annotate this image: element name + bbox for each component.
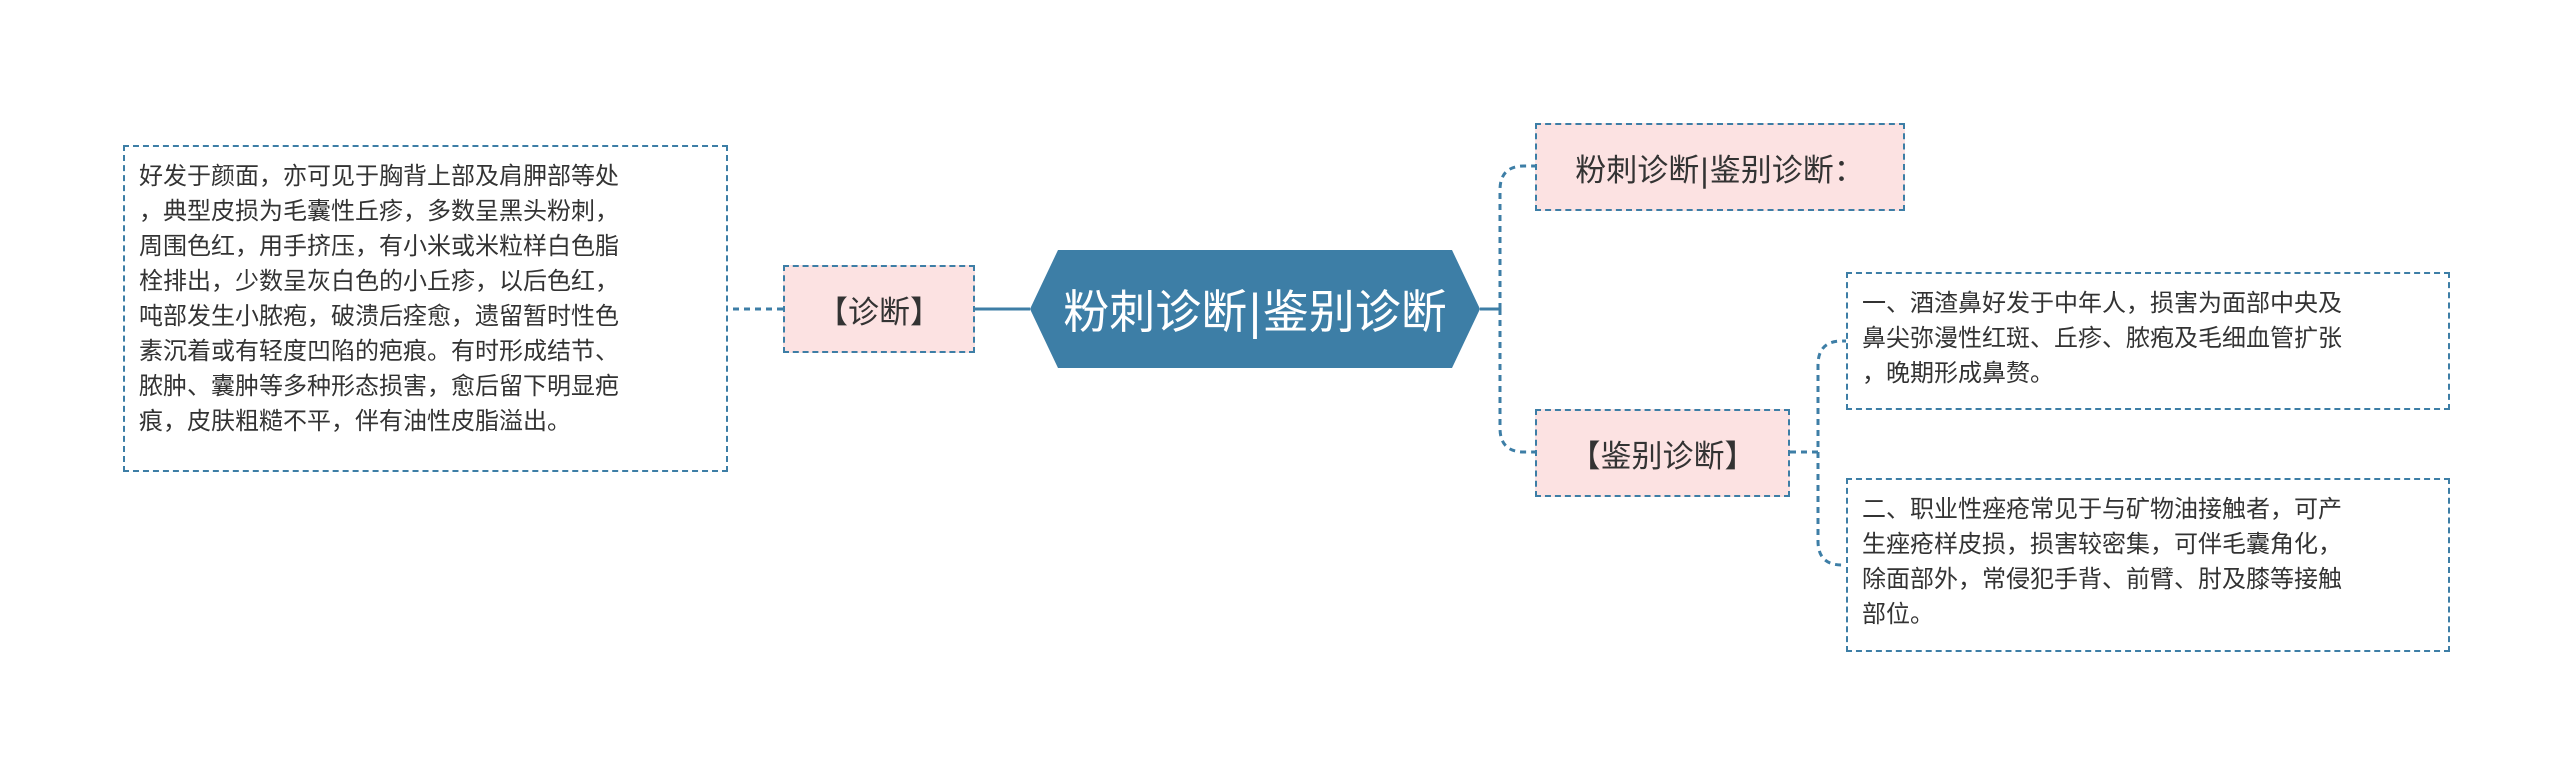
- differential-item-1-line: 鼻尖弥漫性红斑、丘疹、脓疱及毛细血管扩张: [1862, 324, 2342, 352]
- differential-item-1[interactable]: 一、酒渣鼻好发于中年人，损害为面部中央及 鼻尖弥漫性红斑、丘疹、脓疱及毛细血管扩…: [1846, 272, 2450, 410]
- diagnosis-detail-line: 素沉着或有轻度凹陷的疤痕。有时形成结节、: [139, 337, 619, 365]
- diagnosis-detail-line: 好发于颜面，亦可见于胸背上部及肩胛部等处: [139, 162, 619, 190]
- differential-branch[interactable]: 【鉴别诊断】: [1535, 409, 1790, 497]
- differential-item-2-line: 生痤疮样皮损，损害较密集，可伴毛囊角化，: [1862, 530, 2342, 558]
- diagnosis-detail-line: 脓肿、囊肿等多种形态损害，愈后留下明显疤: [139, 372, 619, 400]
- differential-item-2-line: 部位。: [1862, 600, 1934, 628]
- heading-branch[interactable]: 粉刺诊断|鉴别诊断：: [1535, 123, 1905, 211]
- diagnosis-detail-line: 栓排出，少数呈灰白色的小丘疹，以后色红，: [139, 267, 619, 295]
- diagnosis-branch[interactable]: 【诊断】: [783, 265, 975, 353]
- connector-central-to-heading: [1498, 164, 1535, 309]
- central-topic-label: 粉刺诊断|鉴别诊断: [1063, 285, 1447, 339]
- diagnosis-detail-line: 吨部发生小脓疱，破溃后痊愈，遗留暂时性色: [139, 302, 619, 330]
- differential-item-2-line: 除面部外，常侵犯手背、前臂、肘及膝等接触: [1862, 565, 2342, 593]
- differential-item-2[interactable]: 二、职业性痤疮常见于与矿物油接触者，可产 生痤疮样皮损，损害较密集，可伴毛囊角化…: [1846, 478, 2450, 652]
- central-topic[interactable]: 粉刺诊断|鉴别诊断: [1030, 250, 1480, 368]
- diagnosis-detail[interactable]: 好发于颜面，亦可见于胸背上部及肩胛部等处 ，典型皮损为毛囊性丘疹，多数呈黑头粉刺…: [123, 145, 728, 472]
- diagnosis-detail-line: 痕，皮肤粗糙不平，伴有油性皮脂溢出。: [139, 407, 571, 435]
- heading-branch-label: 粉刺诊断|鉴别诊断：: [1575, 152, 1865, 189]
- differential-item-2-line: 二、职业性痤疮常见于与矿物油接触者，可产: [1862, 495, 2342, 523]
- differential-item-1-line: ，晚期形成鼻赘。: [1862, 359, 2054, 387]
- differential-item-1-line: 一、酒渣鼻好发于中年人，损害为面部中央及: [1862, 289, 2342, 317]
- diagnosis-branch-label: 【诊断】: [817, 294, 941, 331]
- connector-central-to-differential: [1498, 309, 1535, 454]
- diagnosis-detail-line: 周围色红，用手挤压，有小米或米粒样白色脂: [139, 232, 619, 260]
- diagnosis-detail-line: ，典型皮损为毛囊性丘疹，多数呈黑头粉刺，: [139, 197, 619, 225]
- connector-differential-to-item2: [1816, 452, 1846, 567]
- differential-branch-label: 【鉴别诊断】: [1569, 438, 1756, 475]
- connector-differential-to-item1: [1790, 339, 1846, 454]
